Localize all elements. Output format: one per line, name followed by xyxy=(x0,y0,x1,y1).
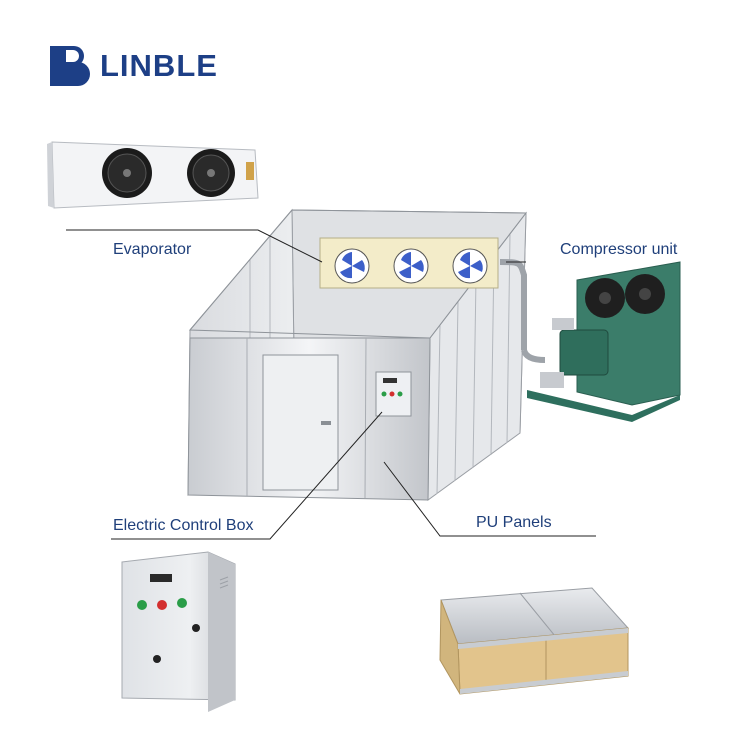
brand-name: LINBLE xyxy=(100,48,218,83)
evaporator-label: Evaporator xyxy=(113,241,192,258)
ecb-leader-line xyxy=(111,411,383,540)
pu-panels-image xyxy=(439,587,630,695)
pu-panels-label: PU Panels xyxy=(476,514,552,531)
pu-leader-line xyxy=(383,461,596,537)
compressor-unit-label: Compressor unit xyxy=(560,241,678,258)
brand-logo-icon xyxy=(50,46,90,86)
compressor-unit-image xyxy=(527,261,681,422)
evaporator-leader-line xyxy=(66,229,323,263)
evaporator-in-room-image xyxy=(319,237,499,289)
electric-control-box-image xyxy=(121,551,236,712)
control-box-on-wall-image xyxy=(375,371,412,417)
evaporator-unit-image xyxy=(47,141,259,209)
electric-control-box-label: Electric Control Box xyxy=(113,517,254,534)
